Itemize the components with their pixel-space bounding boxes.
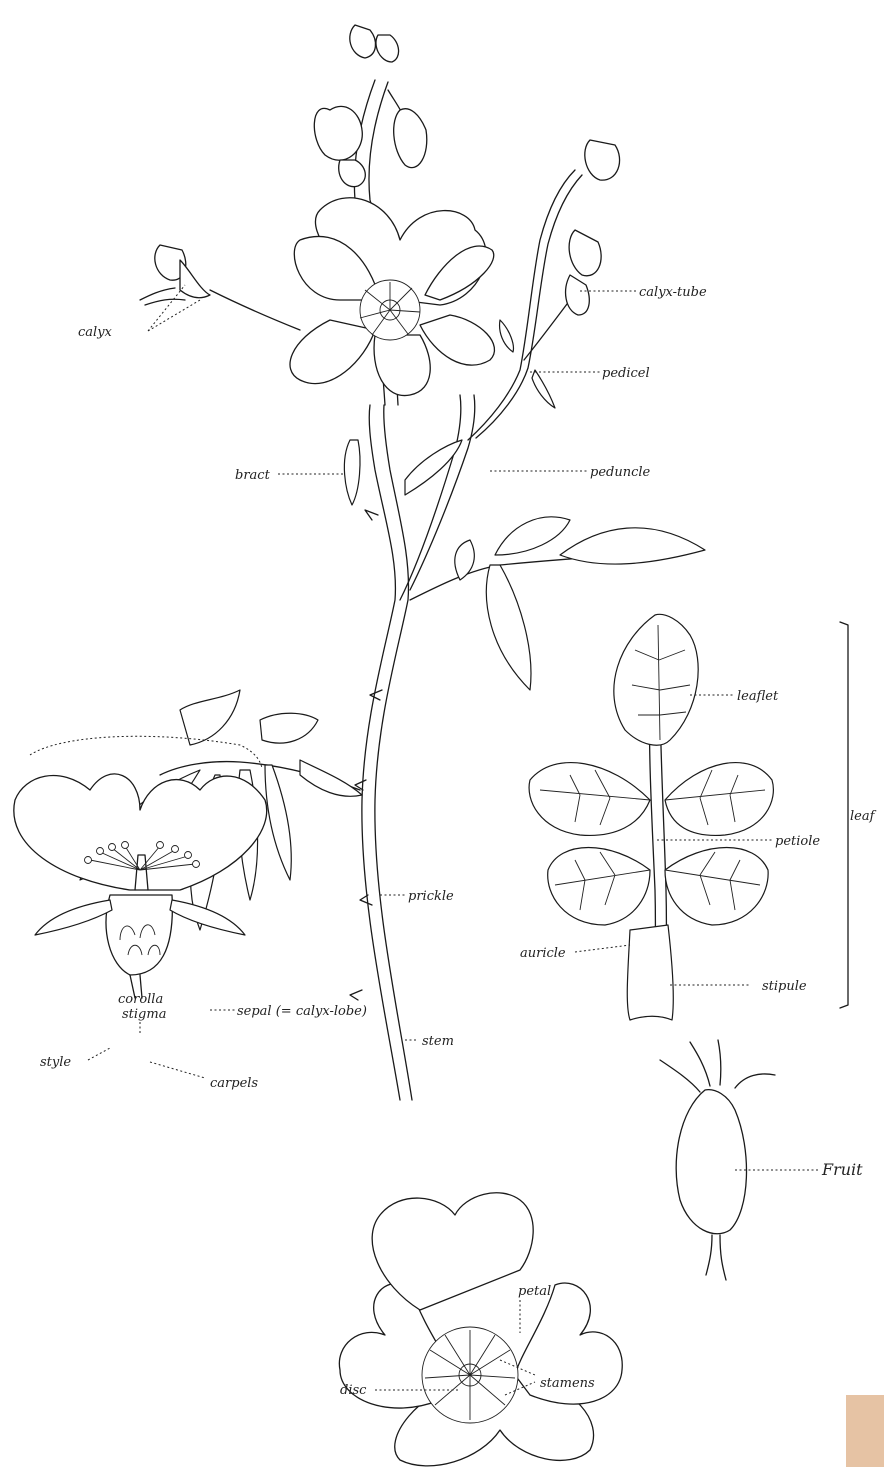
label-leaflet: leaflet: [737, 689, 779, 704]
label-bract: bract: [235, 468, 271, 483]
label-corolla: corolla: [118, 992, 163, 1007]
fruit-drawing: [660, 1040, 775, 1280]
open-flower-top: [290, 198, 494, 396]
label-stem: stem: [422, 1034, 454, 1049]
label-leaf: leaf: [850, 809, 877, 824]
label-peduncle: peduncle: [590, 465, 651, 480]
compound-leaf-drawing: [529, 614, 848, 1020]
label-stamens: stamens: [540, 1376, 595, 1391]
label-petiole: petiole: [775, 834, 820, 849]
flower-section-drawing: [14, 736, 267, 998]
flower-stamens: [360, 280, 420, 340]
label-fruit: Fruit: [821, 1160, 863, 1179]
label-carpels: carpels: [210, 1076, 258, 1091]
flower-face-drawing: [339, 1193, 622, 1466]
label-disc: disc: [340, 1383, 367, 1398]
label-auricle: auricle: [520, 946, 566, 961]
label-calyx: calyx: [78, 325, 113, 340]
label-sepal: sepal (= calyx-lobe): [237, 1004, 367, 1019]
label-calyx-tube: calyx-tube: [639, 285, 707, 300]
label-pedicel: pedicel: [602, 366, 650, 381]
label-style: style: [40, 1055, 71, 1070]
label-stigma: stigma: [122, 1007, 166, 1022]
corner-tab: [846, 1395, 884, 1467]
label-prickle: prickle: [408, 889, 454, 904]
label-stipule: stipule: [762, 979, 807, 994]
label-petal: petal: [518, 1284, 551, 1299]
